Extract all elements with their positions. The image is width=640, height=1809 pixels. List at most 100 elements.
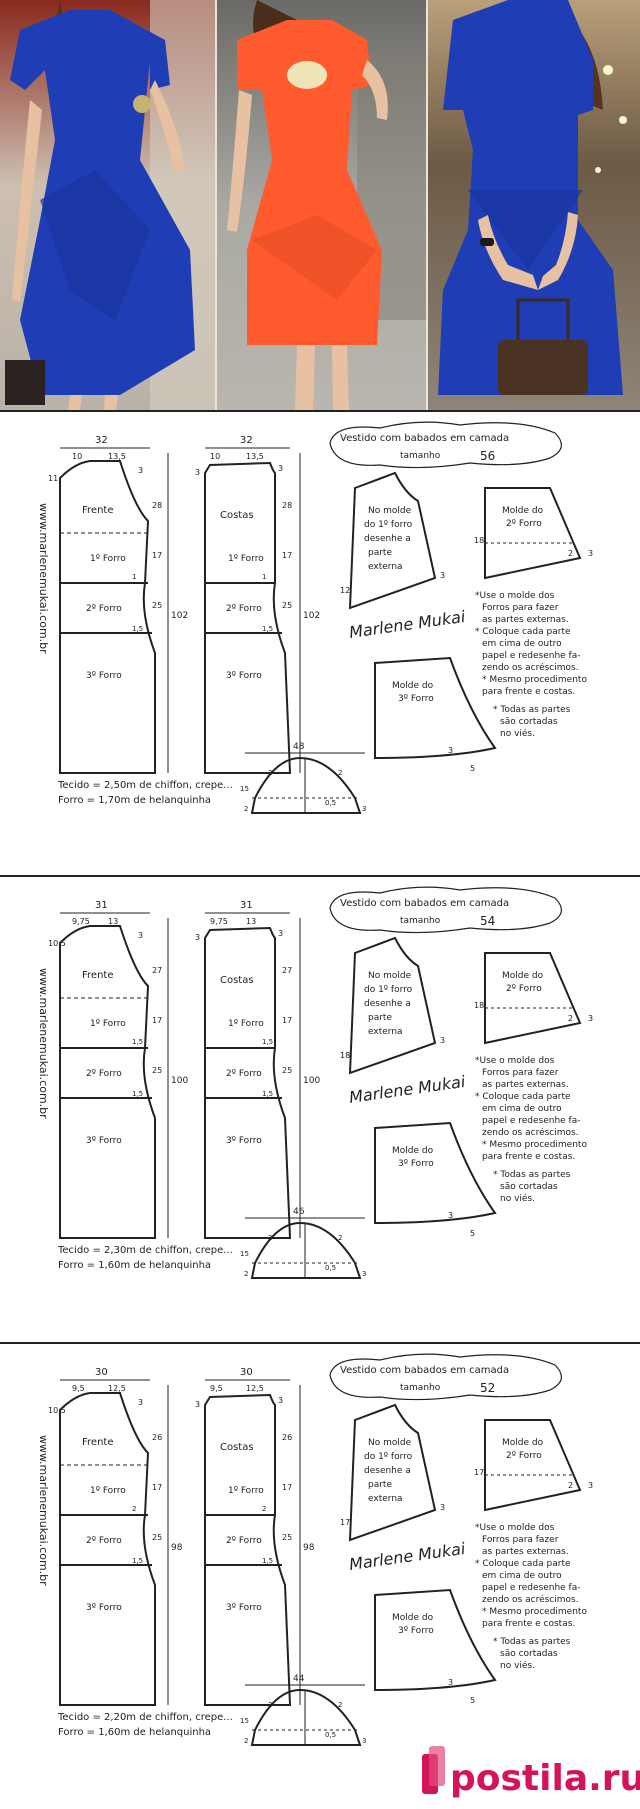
website-vertical: www.marlenemukai.com.br bbox=[37, 503, 50, 654]
pattern-label: 15 bbox=[240, 785, 249, 793]
divider bbox=[0, 875, 640, 877]
pattern-label: desenhe a bbox=[364, 534, 411, 544]
pattern-label: no viés. bbox=[500, 1660, 535, 1671]
pattern-label: 2 bbox=[262, 1505, 266, 1513]
pattern-label: Frente bbox=[82, 970, 113, 981]
front-pattern bbox=[59, 447, 169, 774]
pattern-label: 5 bbox=[470, 764, 475, 773]
pattern-label: 3 bbox=[278, 464, 283, 473]
pattern-label: 31 bbox=[240, 900, 253, 911]
pattern-label: do 1º forro bbox=[364, 520, 413, 530]
pattern-label: 3 bbox=[278, 929, 283, 938]
pattern-label: 1,5 bbox=[262, 1557, 273, 1565]
pattern-label: 102 bbox=[171, 611, 188, 621]
pattern-label: * Coloque cada parte bbox=[475, 1559, 571, 1569]
front-pattern bbox=[59, 912, 169, 1239]
pattern-label: são cortadas bbox=[500, 1649, 558, 1659]
front-pattern bbox=[59, 1379, 169, 1706]
pattern-label: 2 bbox=[568, 549, 573, 558]
pattern-label: 17 bbox=[152, 1016, 162, 1025]
pattern-label: 3 bbox=[448, 1678, 453, 1687]
pattern-label: zendo os acréscimos. bbox=[482, 662, 579, 673]
pattern-label: Costas bbox=[220, 510, 254, 521]
pattern-label: 2 bbox=[568, 1481, 573, 1490]
pattern-label: 1,5 bbox=[262, 1038, 273, 1046]
pattern-label: 3 bbox=[138, 931, 143, 940]
pattern-sheet-size-54: www.marlenemukai.com.br 31 9,75 13 10,5 … bbox=[0, 878, 640, 1340]
pattern-label: 3 bbox=[195, 468, 200, 477]
pattern-label: do 1º forro bbox=[364, 985, 413, 995]
pattern-label: 28 bbox=[152, 501, 162, 510]
website-vertical: www.marlenemukai.com.br bbox=[37, 1435, 50, 1586]
pattern-label: 3 bbox=[362, 1737, 366, 1745]
title-cloud bbox=[329, 886, 562, 934]
pattern-label: 3 bbox=[588, 549, 593, 558]
pattern-label: 31 bbox=[95, 900, 108, 911]
pattern-label: Costas bbox=[220, 975, 254, 986]
pattern-label: zendo os acréscimos. bbox=[482, 1127, 579, 1138]
pattern-label: 28 bbox=[282, 501, 292, 510]
first-lining-piece bbox=[348, 1403, 437, 1542]
pattern-label: 30 bbox=[95, 1367, 108, 1378]
sleeve-pattern bbox=[245, 1684, 365, 1746]
pattern-label: Tecido = 2,50m de chiffon, crepe... bbox=[57, 780, 233, 791]
pattern-label: do 1º forro bbox=[364, 1452, 413, 1462]
pattern-label: 2 bbox=[244, 1270, 248, 1278]
pattern-label: Marlene Mukai bbox=[348, 607, 467, 642]
pattern-label: 25 bbox=[152, 601, 162, 610]
divider bbox=[0, 410, 640, 412]
pattern-label: 18 bbox=[474, 1001, 484, 1010]
pattern-label: 17 bbox=[282, 1483, 292, 1492]
title-cloud bbox=[329, 1353, 562, 1401]
pattern-label: 2 bbox=[268, 769, 272, 777]
pattern-label: Tecido = 2,30m de chiffon, crepe... bbox=[57, 1245, 233, 1256]
pattern-label: 2 bbox=[268, 1234, 272, 1242]
divider bbox=[0, 1342, 640, 1344]
pattern-label: 3 bbox=[138, 466, 143, 475]
pattern-label: 2º Forro bbox=[226, 604, 262, 614]
pattern-label: No molde bbox=[368, 1438, 412, 1448]
pattern-label: 30 bbox=[240, 1367, 253, 1378]
pattern-label: 3 bbox=[448, 1211, 453, 1220]
pattern-label: 1º Forro bbox=[90, 554, 126, 564]
third-lining-piece bbox=[374, 1121, 497, 1225]
second-lining-piece bbox=[484, 1419, 582, 1512]
pattern-label: 17 bbox=[152, 551, 162, 560]
pattern-label: 11 bbox=[48, 474, 58, 483]
pattern-label: Forros para fazer bbox=[482, 1068, 559, 1078]
pattern-label: 3 bbox=[362, 1270, 366, 1278]
pattern-label: as partes externas. bbox=[482, 1080, 569, 1090]
first-lining-piece bbox=[348, 471, 437, 610]
pattern-label: Vestido com babados em camada bbox=[340, 1365, 509, 1376]
pattern-label: 98 bbox=[171, 1543, 183, 1553]
pattern-label: 5 bbox=[470, 1229, 475, 1238]
signature: Marlene Mukai bbox=[348, 1539, 467, 1574]
pattern-label: 15 bbox=[240, 1250, 249, 1258]
pattern-label: as partes externas. bbox=[482, 615, 569, 625]
pattern-label: 48 bbox=[293, 742, 305, 752]
pattern-label: 54 bbox=[480, 914, 495, 928]
pattern-label: Molde do bbox=[502, 971, 544, 981]
pattern-label: 10,5 bbox=[48, 1406, 66, 1415]
pattern-label: 2º Forro bbox=[226, 1069, 262, 1079]
pattern-label: 2º Forro bbox=[226, 1536, 262, 1546]
pattern-label: 56 bbox=[480, 449, 495, 463]
photo-blue-back bbox=[428, 0, 640, 410]
pattern-label: 3 bbox=[278, 1396, 283, 1405]
pattern-label: 2º Forro bbox=[86, 1536, 122, 1546]
pattern-label: 10,5 bbox=[48, 939, 66, 948]
pattern-label: papel e redesenhe fa- bbox=[482, 1116, 581, 1126]
pattern-label: 3 bbox=[195, 1400, 200, 1409]
pattern-label: 2 bbox=[568, 1014, 573, 1023]
pattern-label: 10 bbox=[72, 452, 82, 461]
pattern-label: 1º Forro bbox=[228, 554, 264, 564]
pattern-label: papel e redesenhe fa- bbox=[482, 651, 581, 661]
title-cloud bbox=[329, 421, 562, 469]
pattern-label: 3 bbox=[195, 933, 200, 942]
pattern-label: para frente e costas. bbox=[482, 1619, 575, 1629]
pattern-label: 17 bbox=[152, 1483, 162, 1492]
pattern-label: 13,5 bbox=[108, 452, 126, 461]
pattern-label: 46 bbox=[293, 1207, 305, 1217]
pattern-label: parte bbox=[368, 1480, 392, 1490]
pattern-label: 12,5 bbox=[246, 1384, 264, 1393]
